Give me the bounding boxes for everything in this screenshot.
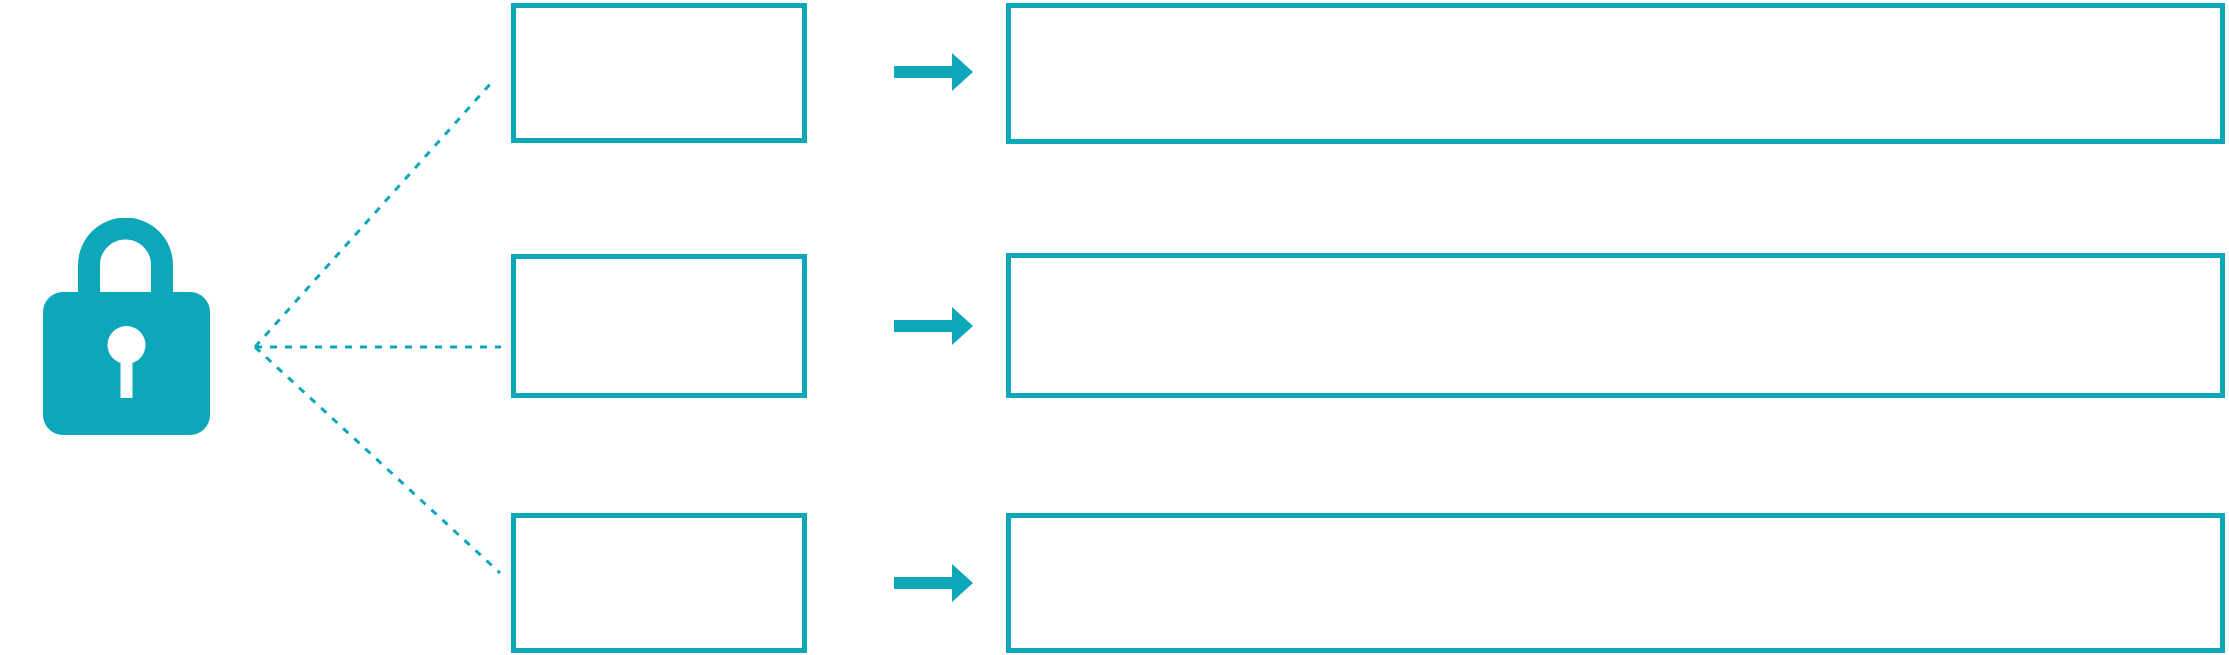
lock-shackle [78, 218, 173, 313]
source-box-2 [511, 254, 807, 398]
target-box-2 [1006, 253, 2225, 398]
source-box-1 [511, 3, 807, 143]
arrow-right-icon-3 [894, 564, 973, 602]
lock-icon [43, 218, 210, 435]
target-box-1 [1006, 3, 2225, 144]
target-box-3 [1006, 513, 2225, 653]
arrow-right-icon-1 [894, 53, 973, 91]
arrow-right-icon-2 [894, 307, 973, 345]
dashed-connector-top [253, 81, 494, 348]
dashed-connector-bottom [253, 345, 502, 575]
source-box-3 [511, 513, 807, 653]
lock-keyhole-stem [120, 345, 133, 398]
